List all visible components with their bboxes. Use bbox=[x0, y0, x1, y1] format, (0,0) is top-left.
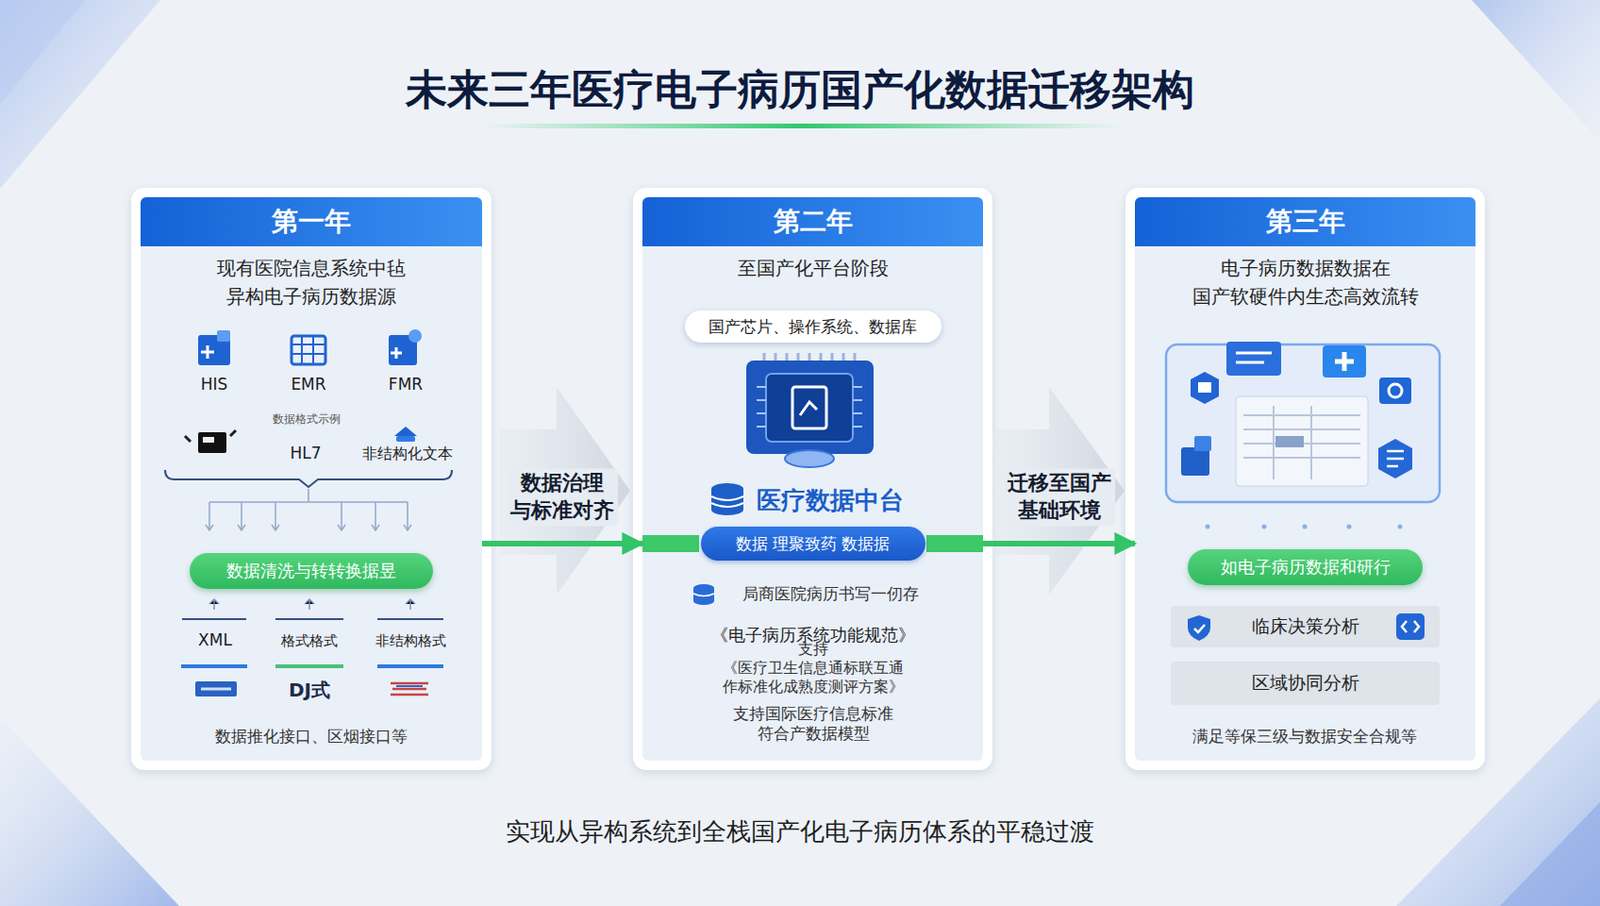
panel-frame bbox=[131, 187, 492, 770]
note-text: 支持《医疗卫生信息通标联互通 作标准化成熟度测评方案》 bbox=[722, 639, 904, 697]
format-icon bbox=[184, 430, 236, 453]
panel-body bbox=[642, 197, 984, 761]
text-icon bbox=[394, 426, 417, 442]
note-text: 医疗数据中台 bbox=[756, 484, 904, 517]
panel-subtitle: 至国产化平台阶段 bbox=[737, 253, 889, 283]
note-text: 支持国际医疗信息标准 符合产数据模型 bbox=[733, 703, 894, 745]
item-label: 数据推化接口、区烟接口等 bbox=[215, 726, 408, 747]
format-rules bbox=[182, 617, 444, 620]
item-label: 数据格式示例 bbox=[272, 412, 341, 427]
panel-subtitle: 电子病历数据数据在 国产软硬件内生态高效流转 bbox=[1192, 253, 1419, 311]
item-label: HL7 bbox=[289, 443, 321, 464]
chip-illustration bbox=[746, 352, 874, 467]
stage-connector bbox=[983, 540, 1135, 547]
panel-frame bbox=[1125, 187, 1485, 770]
analysis-box: 临床决策分析 bbox=[1170, 605, 1440, 648]
node-label: 国产芯片、操作系统、数据库 bbox=[708, 316, 917, 338]
format-logos bbox=[181, 664, 444, 697]
panel-body bbox=[1134, 197, 1476, 761]
green-band bbox=[926, 534, 984, 552]
green-band bbox=[642, 534, 700, 552]
node-label: 数据 理聚致药 数据据 bbox=[735, 533, 891, 555]
node-label: 区域协同分析 bbox=[1251, 670, 1360, 696]
code-glyph bbox=[1401, 620, 1419, 633]
process-pill: 数据清洗与转转换据昱 bbox=[189, 552, 434, 589]
diagram-caption: 实现从异构系统到全栈国产化电子病历体系的平稳过渡 bbox=[505, 815, 1095, 849]
stage-panel: 第一年现有医院信息系统中毡 异构电子病历数据源数据清洗与转转换据昱 bbox=[140, 197, 483, 761]
connector-label: 迁移至国产 基础环境 bbox=[1003, 467, 1116, 526]
corner-decor bbox=[1500, 801, 1600, 906]
stage-chevron bbox=[500, 386, 631, 595]
item-label: 格式格式 bbox=[281, 632, 338, 650]
panel-subtitle: 现有医院信息系统中毡 异构电子病历数据源 bbox=[216, 253, 406, 311]
stage-panel: 第二年至国产化平台阶段国产芯片、操作系统、数据库数据 理聚致药 数据据 bbox=[642, 197, 984, 761]
panel-heading: 第一年 bbox=[140, 197, 483, 247]
connector-label: 数据治理 与标准对齐 bbox=[506, 467, 618, 526]
shield-icon bbox=[1187, 615, 1211, 641]
process-pill: 数据 理聚致药 数据据 bbox=[700, 526, 926, 561]
node-label: 临床决策分析 bbox=[1251, 614, 1360, 639]
fan-out-lines bbox=[205, 488, 412, 531]
panel-frame bbox=[633, 187, 993, 770]
stage-panel: 第三年电子病历数据数据在 国产软硬件内生态高效流转如电子病历数据和研行临床决策分… bbox=[1134, 197, 1476, 761]
stage-connector bbox=[482, 540, 643, 547]
item-label: 非结构化文本 bbox=[362, 444, 453, 464]
note-text: 局商医院病历书写一仞存 bbox=[742, 583, 919, 604]
flow-dots bbox=[1205, 524, 1403, 530]
tag-pill: 国产芯片、操作系统、数据库 bbox=[684, 310, 942, 343]
corner-decor bbox=[0, 0, 85, 104]
diagram-title: 未来三年医疗电子病历国产化数据迁移架构 bbox=[405, 62, 1195, 118]
check-mark bbox=[1194, 624, 1205, 633]
database-icon bbox=[711, 483, 744, 516]
corner-decor bbox=[0, 0, 161, 189]
node-label: 数据清洗与转转换据昱 bbox=[226, 559, 397, 583]
small-database-icon bbox=[693, 583, 715, 605]
process-pill: 如电子病历数据和研行 bbox=[1187, 549, 1423, 585]
corner-decor bbox=[1471, 0, 1600, 142]
code-icon bbox=[1396, 613, 1425, 640]
group-bracket bbox=[165, 469, 452, 487]
title-underline bbox=[481, 123, 1123, 129]
item-label: XML bbox=[198, 630, 233, 650]
stage-chevron bbox=[992, 386, 1125, 595]
panel-heading: 第二年 bbox=[642, 197, 984, 247]
tick-arrows bbox=[209, 599, 416, 610]
note-text: 《电子病历系统功能规范》 bbox=[711, 624, 916, 647]
item-label: EMR bbox=[290, 374, 326, 395]
panel-heading: 第三年 bbox=[1134, 197, 1476, 247]
item-label: DJ式 bbox=[288, 678, 331, 702]
panel-body bbox=[140, 197, 483, 761]
fmr-icon bbox=[388, 329, 422, 366]
his-icon bbox=[198, 330, 231, 366]
item-label: HIS bbox=[200, 374, 229, 395]
item-label: FMR bbox=[388, 374, 423, 395]
item-label: 非结构格式 bbox=[375, 632, 447, 650]
node-label: 如电子病历数据和研行 bbox=[1220, 555, 1391, 579]
analysis-box: 区域协同分析 bbox=[1170, 661, 1440, 705]
emr-icon bbox=[291, 335, 326, 365]
ecosystem-illustration bbox=[1166, 341, 1440, 502]
item-label: 满足等保三级与数据安全合规等 bbox=[1192, 726, 1417, 747]
